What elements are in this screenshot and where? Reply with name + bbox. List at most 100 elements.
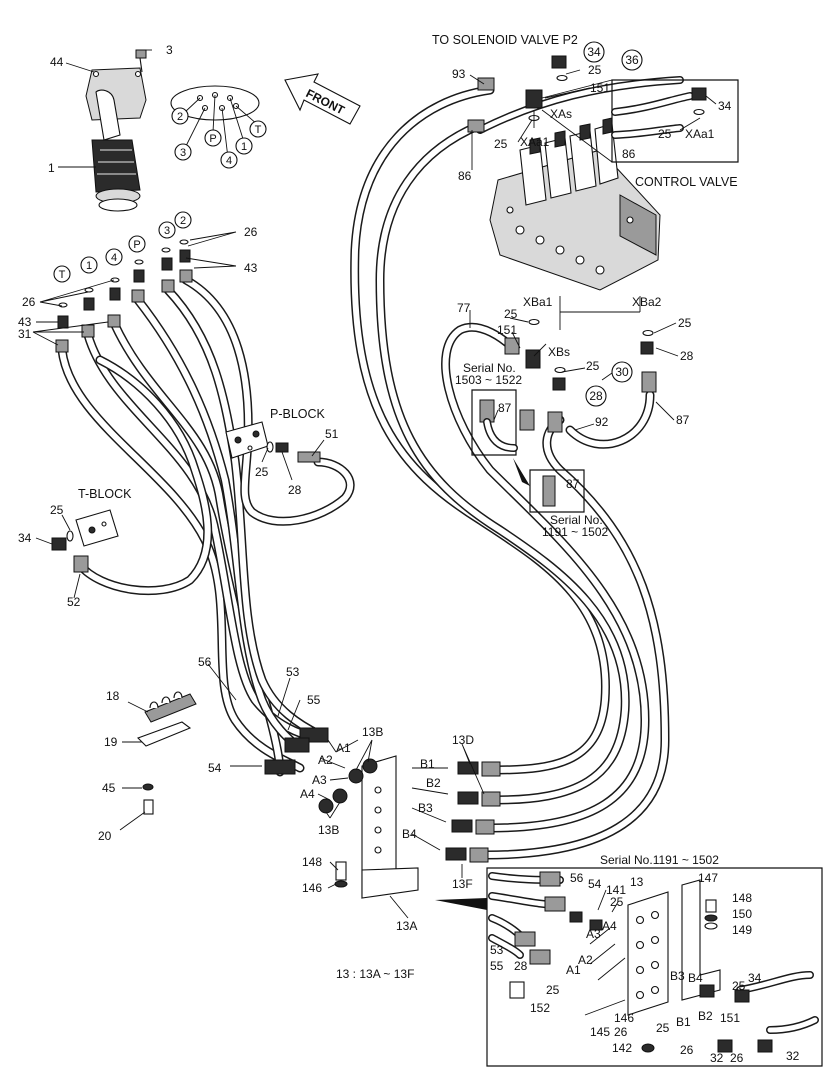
circled-label: 28 bbox=[589, 389, 603, 403]
washer bbox=[704, 914, 718, 922]
hose-end bbox=[477, 77, 495, 91]
part-number: 44 bbox=[50, 55, 64, 69]
port-label: A4 bbox=[300, 787, 315, 801]
hose-end bbox=[544, 896, 566, 912]
circled-label: T bbox=[255, 124, 262, 136]
o-ring bbox=[528, 318, 540, 326]
part-number: 87 bbox=[498, 401, 512, 415]
tee-fitting bbox=[525, 349, 541, 369]
part-number: 54 bbox=[588, 877, 602, 891]
part-number-labels: 3 44 1 26 43 26 43 31 51 25 28 25 34 52 … bbox=[18, 43, 800, 1065]
fitting bbox=[552, 377, 566, 391]
part-number: 25 bbox=[494, 137, 508, 151]
part-number: 86 bbox=[622, 147, 636, 161]
port-label: A2 bbox=[318, 753, 333, 767]
note-label: 13 : 13A ~ 13F bbox=[336, 967, 414, 981]
nut bbox=[641, 1043, 655, 1053]
bolt bbox=[335, 861, 347, 881]
port-label: B1 bbox=[676, 1015, 691, 1029]
part-number: 34 bbox=[718, 99, 732, 113]
circled-label: P bbox=[133, 239, 140, 251]
tee-fitting bbox=[525, 89, 543, 109]
part-number: 56 bbox=[198, 655, 212, 669]
part-number: 26 bbox=[244, 225, 258, 239]
serial-inset-b bbox=[513, 458, 585, 513]
part-number: 25 bbox=[658, 127, 672, 141]
hose-end bbox=[481, 761, 501, 777]
fitting bbox=[161, 279, 175, 293]
port-label: B1 bbox=[420, 757, 435, 771]
part-number: 25 bbox=[656, 1021, 670, 1035]
xaa1-detail-inset bbox=[541, 79, 739, 163]
hose-end bbox=[475, 819, 495, 835]
part-number: 25 bbox=[586, 359, 600, 373]
fitting bbox=[133, 269, 145, 283]
o-ring bbox=[556, 74, 568, 82]
front-arrow-icon: FRONT bbox=[284, 73, 361, 125]
circled-label: 3 bbox=[180, 147, 186, 159]
hose-end bbox=[481, 791, 501, 807]
serial-b-range: 1191 ~ 1502 bbox=[542, 525, 609, 539]
part-number: 149 bbox=[732, 923, 752, 937]
fitting bbox=[55, 339, 69, 353]
fitting bbox=[457, 761, 479, 775]
circled-label: 30 bbox=[615, 365, 629, 379]
fitting bbox=[284, 737, 310, 753]
part-number: 13B bbox=[362, 725, 383, 739]
part-number: 1 bbox=[48, 161, 55, 175]
part-number: 34 bbox=[18, 531, 32, 545]
circled-label: 36 bbox=[625, 53, 639, 67]
fitting bbox=[57, 315, 69, 329]
part-number: 28 bbox=[288, 483, 302, 497]
port-label: B2 bbox=[426, 776, 441, 790]
part-number: 25 bbox=[588, 63, 602, 77]
fitting bbox=[179, 249, 191, 263]
leader-lines bbox=[32, 49, 717, 981]
washer bbox=[334, 880, 348, 888]
circled-label: 2 bbox=[177, 111, 183, 123]
part-number: 92 bbox=[595, 415, 609, 429]
fitting bbox=[640, 341, 654, 355]
o-ring bbox=[179, 239, 189, 245]
fitting bbox=[699, 984, 715, 998]
nut bbox=[318, 798, 334, 814]
part-number: 19 bbox=[104, 735, 118, 749]
port-label: XAs bbox=[550, 107, 572, 121]
part-number: 93 bbox=[452, 67, 466, 81]
nut bbox=[332, 788, 348, 804]
hose-bundle-right bbox=[350, 76, 684, 860]
serial-a-range: 1503 ~ 1522 bbox=[455, 373, 522, 387]
part-number: 31 bbox=[18, 327, 32, 341]
part-number: 77 bbox=[457, 301, 471, 315]
fitting bbox=[81, 324, 95, 338]
port-label: A1 bbox=[336, 741, 351, 755]
part-number: 25 bbox=[732, 979, 746, 993]
part-number: 142 bbox=[612, 1041, 632, 1055]
part-number: 51 bbox=[325, 427, 339, 441]
part-number: 148 bbox=[302, 855, 322, 869]
part-number: 25 bbox=[255, 465, 269, 479]
joystick-assembly bbox=[85, 49, 147, 212]
part-number: 151 bbox=[497, 323, 517, 337]
part-number: 34 bbox=[748, 971, 762, 985]
part-number: 148 bbox=[732, 891, 752, 905]
bolt bbox=[705, 899, 717, 913]
hose-end bbox=[547, 411, 563, 433]
o-ring bbox=[554, 366, 566, 374]
fitting bbox=[264, 759, 296, 775]
circled-label: 3 bbox=[164, 225, 170, 237]
part-number: 25 bbox=[610, 895, 624, 909]
part-number: 13 bbox=[630, 875, 644, 889]
circled-label: P bbox=[209, 133, 216, 145]
circled-label: 4 bbox=[226, 155, 232, 167]
part-number: 55 bbox=[490, 959, 504, 973]
part-number: 13B bbox=[318, 823, 339, 837]
port-label: XAa1 bbox=[685, 127, 715, 141]
detail-inset-13 bbox=[435, 867, 823, 1067]
o-ring bbox=[66, 530, 74, 542]
part-number: 87 bbox=[676, 413, 690, 427]
port-label: XBs bbox=[548, 345, 570, 359]
part-number: 26 bbox=[680, 1043, 694, 1057]
fitting bbox=[275, 442, 289, 453]
